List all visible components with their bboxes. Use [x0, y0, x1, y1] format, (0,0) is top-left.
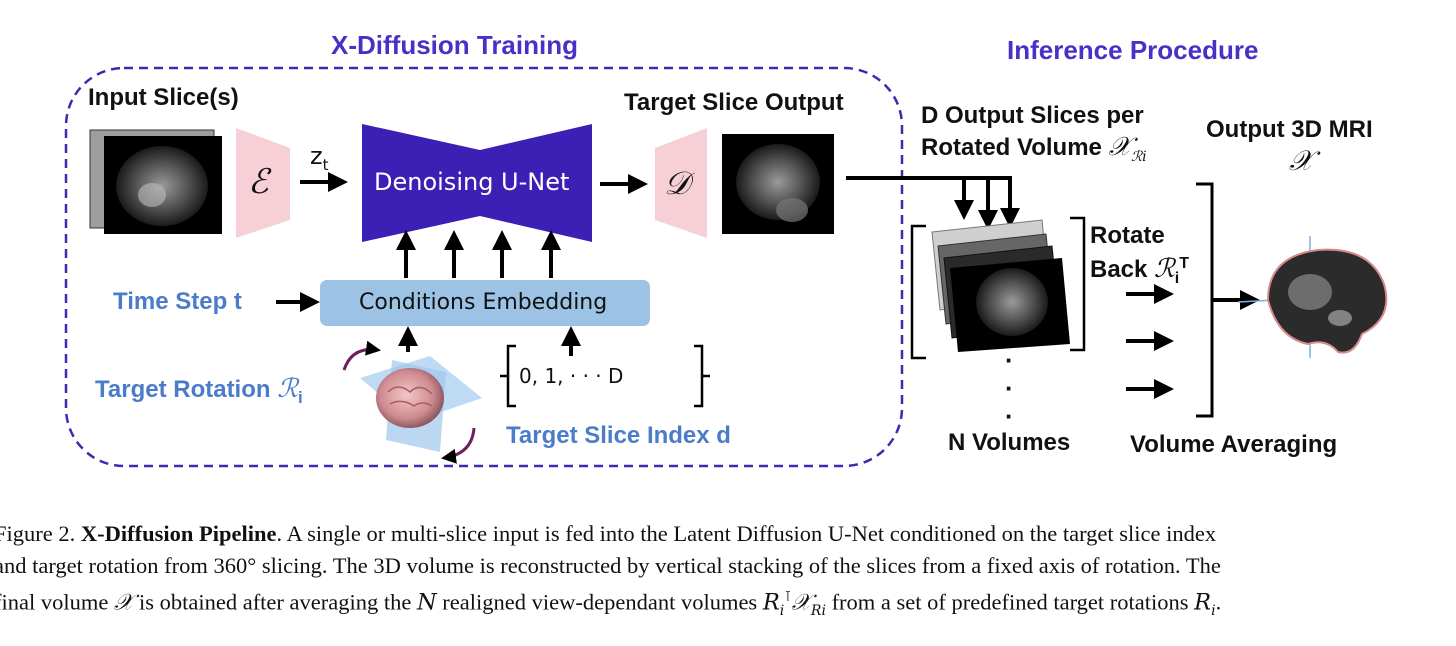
d-output-slices-line2: Rotated Volume 𝒳ℛi: [921, 132, 1147, 165]
time-step-label: Time Step t: [113, 288, 242, 315]
d-output-slices-line1: D Output Slices per: [921, 102, 1144, 129]
target-rotation-label: Target Rotation ℛi: [95, 374, 303, 407]
n-volumes-dots: · · ·: [1005, 345, 1014, 431]
inference-title: Inference Procedure: [1007, 35, 1259, 65]
slice-index-values: 0, 1, · · · D: [519, 364, 624, 388]
rotation-brain-image: [342, 340, 482, 464]
training-boundary: [64, 66, 904, 468]
latent-label: zt: [310, 142, 329, 174]
decoder-block: [655, 128, 707, 238]
decoder-symbol: 𝒟: [664, 164, 690, 202]
caption-line-1: Figure 2. X-Diffusion Pipeline. A single…: [0, 521, 1217, 546]
target-slice-index-label: Target Slice Index d: [506, 422, 731, 449]
caption-line-2: and target rotation from 360° slicing. T…: [0, 553, 1221, 578]
averaging-bracket: [1196, 182, 1214, 418]
volume-averaging-label: Volume Averaging: [1130, 431, 1338, 458]
encoder-block: [236, 128, 290, 238]
output-mri-image: [1237, 236, 1388, 358]
training-title: X-Diffusion Training: [331, 30, 578, 60]
slice-index-bracket-right: [694, 344, 710, 408]
output-mri-symbol: 𝒳: [1289, 144, 1314, 177]
target-slice-image: [722, 134, 834, 234]
input-slices-label: Input Slice(s): [88, 84, 239, 111]
rotated-volume-stack: [931, 219, 1070, 352]
n-volumes-label: N Volumes: [948, 429, 1071, 456]
arrow-to-inference: [846, 176, 1020, 228]
conditions-embedding-label: Conditions Embedding: [359, 290, 608, 315]
n-volumes-bracket: [910, 224, 926, 360]
conditions-embedding-block: [320, 280, 650, 326]
caption-line-3: final volume 𝒳 is obtained after averagi…: [0, 589, 1222, 620]
encoder-symbol: ℰ: [248, 162, 269, 202]
rotate-back-line2: Back ℛiT: [1090, 254, 1190, 287]
target-slice-output-label: Target Slice Output: [624, 89, 844, 116]
unet-block: [362, 124, 592, 242]
rotate-back-line1: Rotate: [1090, 222, 1165, 249]
input-slices-image: [89, 129, 222, 234]
unet-label: Denoising U-Net: [374, 168, 570, 196]
output-mri-label: Output 3D MRI: [1206, 116, 1373, 143]
slice-index-bracket-left: [500, 344, 516, 408]
